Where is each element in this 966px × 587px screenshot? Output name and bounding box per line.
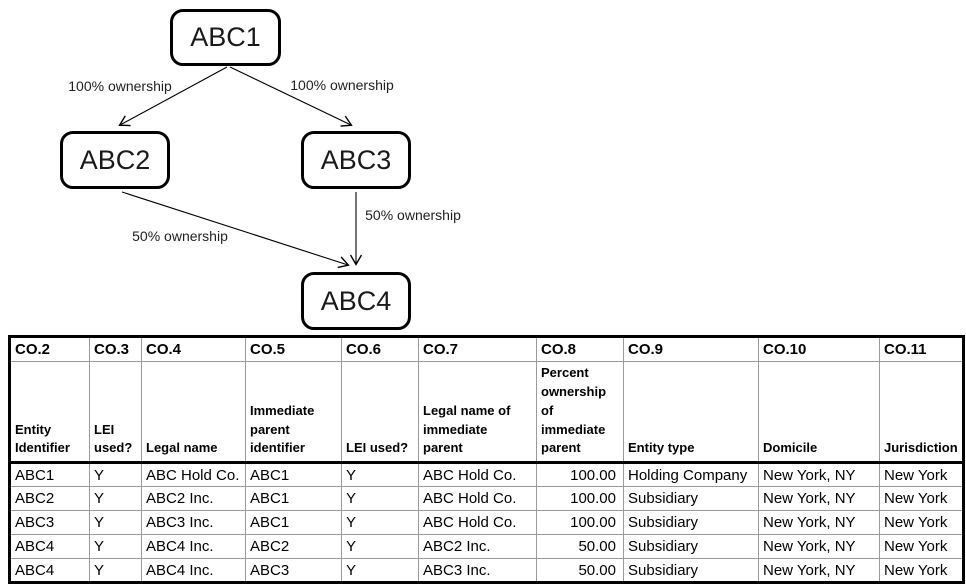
column-header-lei-used: LEI used? [89, 360, 142, 465]
entity-node-label: ABC3 [320, 144, 392, 175]
table-cell: New York [879, 486, 964, 512]
ownership-diagram: ABC1 ABC2 ABC3 ABC4 100% ownership 100% … [60, 9, 461, 330]
table-cell: 50.00 [536, 534, 624, 560]
ownership-arrows [118, 66, 363, 269]
table-cell: 100.00 [536, 486, 624, 512]
table-cell: Y [89, 486, 142, 512]
table-cell: Subsidiary [623, 558, 759, 584]
table-cell: New York, NY [758, 510, 880, 536]
table-cell: ABC3 [245, 558, 342, 584]
table-cell: New York [879, 462, 964, 488]
table-cell: Y [341, 510, 419, 536]
table-row: ABC4 Y ABC4 Inc. ABC2 Y ABC2 Inc. 50.00 … [9, 534, 964, 560]
column-code-co3: CO.3 [89, 336, 142, 362]
column-header-jurisdiction: Jurisdiction [879, 360, 964, 465]
table-cell: ABC4 [9, 558, 90, 584]
table-row: ABC3 Y ABC3 Inc. ABC1 Y ABC Hold Co. 100… [9, 510, 964, 536]
column-header-entity-type: Entity type [623, 360, 759, 465]
table-cell: 50.00 [536, 558, 624, 584]
table-cell: Y [89, 462, 142, 488]
column-header-lei-used-2: LEI used? [341, 360, 419, 465]
entity-node-abc3: ABC3 [301, 131, 411, 189]
table-cell: ABC Hold Co. [418, 486, 537, 512]
column-code-co2: CO.2 [9, 336, 90, 362]
table-cell: ABC Hold Co. [418, 462, 537, 488]
column-header-legal-name: Legal name [141, 360, 246, 465]
edge-label-abc1-abc3: 100% ownership [290, 77, 394, 93]
table-cell: ABC1 [245, 486, 342, 512]
table-cell: Holding Company [623, 462, 759, 488]
table-cell: ABC Hold Co. [418, 510, 537, 536]
table-cell: New York [879, 534, 964, 560]
table-cell: ABC Hold Co. [141, 462, 246, 488]
entity-node-abc1: ABC1 [170, 9, 281, 66]
table-cell: ABC4 Inc. [141, 534, 246, 560]
arrow-abc1-abc3 [229, 66, 353, 127]
table-cell: New York, NY [758, 558, 880, 584]
table-cell: 100.00 [536, 462, 624, 488]
edge-label-abc2-abc4: 50% ownership [132, 228, 228, 244]
header-row-codes: CO.2 CO.3 CO.4 CO.5 CO.6 CO.7 CO.8 CO.9 … [9, 336, 964, 362]
column-header-legal-name-imm-parent: Legal name of immediate parent [418, 360, 537, 465]
table-cell: ABC2 Inc. [141, 486, 246, 512]
table-cell: Y [89, 558, 142, 584]
column-header-domicile: Domicile [758, 360, 880, 465]
table-cell: ABC3 [9, 510, 90, 536]
table-cell: Subsidiary [623, 534, 759, 560]
table-cell: ABC2 Inc. [418, 534, 537, 560]
column-header-percent-ownership: Percent ownership of immediate parent [536, 360, 624, 465]
table-row: ABC4 Y ABC4 Inc. ABC3 Y ABC3 Inc. 50.00 … [9, 558, 964, 584]
edge-label-abc3-abc4: 50% ownership [365, 207, 461, 223]
column-header-immediate-parent-id: Immediate parent identifier [245, 360, 342, 465]
table-cell: Y [341, 558, 419, 584]
table-cell: Subsidiary [623, 510, 759, 536]
entity-node-label: ABC4 [320, 285, 392, 316]
entity-node-abc4: ABC4 [301, 272, 411, 330]
table-cell: ABC2 [9, 486, 90, 512]
table-cell: Y [341, 462, 419, 488]
table-cell: ABC4 Inc. [141, 558, 246, 584]
column-code-co10: CO.10 [758, 336, 880, 362]
table-cell: Y [341, 534, 419, 560]
table-cell: Y [89, 510, 142, 536]
entity-node-label: ABC1 [190, 22, 261, 52]
column-code-co5: CO.5 [245, 336, 342, 362]
table-cell: ABC3 Inc. [418, 558, 537, 584]
table-cell: ABC2 [245, 534, 342, 560]
column-code-co9: CO.9 [623, 336, 759, 362]
table-cell: New York [879, 510, 964, 536]
table-cell: ABC1 [245, 510, 342, 536]
table-cell: New York [879, 558, 964, 584]
table-cell: 100.00 [536, 510, 624, 536]
table-cell: New York, NY [758, 486, 880, 512]
table-cell: ABC4 [9, 534, 90, 560]
header-row-descriptions: Entity Identifier LEI used? Legal name I… [9, 360, 964, 465]
org-table: CO.2 CO.3 CO.4 CO.5 CO.6 CO.7 CO.8 CO.9 … [8, 335, 965, 585]
table-cell: ABC1 [245, 462, 342, 488]
table-row: ABC2 Y ABC2 Inc. ABC1 Y ABC Hold Co. 100… [9, 486, 964, 512]
table-cell: ABC1 [9, 462, 90, 488]
column-code-co8: CO.8 [536, 336, 624, 362]
arrow-abc2-abc4 [121, 191, 350, 269]
entity-node-label: ABC2 [79, 144, 151, 175]
arrow-abc1-abc2 [118, 66, 228, 127]
column-code-co4: CO.4 [141, 336, 246, 362]
entity-node-abc2: ABC2 [60, 131, 170, 189]
table-cell: ABC3 Inc. [141, 510, 246, 536]
column-code-co6: CO.6 [341, 336, 419, 362]
column-header-entity-identifier: Entity Identifier [9, 360, 90, 465]
table-cell: Y [89, 534, 142, 560]
table-cell: New York, NY [758, 534, 880, 560]
table-cell: New York, NY [758, 462, 880, 488]
table-cell: Y [341, 486, 419, 512]
table-cell: Subsidiary [623, 486, 759, 512]
edge-label-abc1-abc2: 100% ownership [68, 78, 172, 94]
column-code-co11: CO.11 [879, 336, 964, 362]
table-row: ABC1 Y ABC Hold Co. ABC1 Y ABC Hold Co. … [9, 462, 964, 488]
column-code-co7: CO.7 [418, 336, 537, 362]
